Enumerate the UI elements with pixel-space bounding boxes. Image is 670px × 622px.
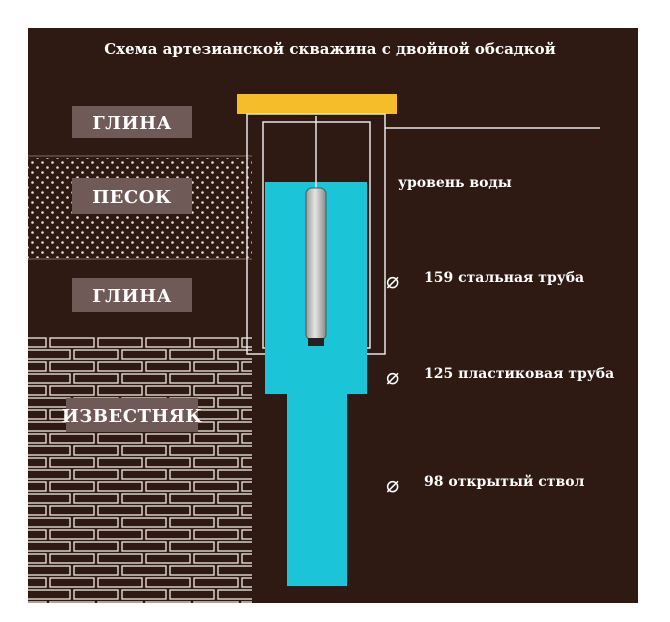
- diagram-title: Схема артезианской скважина с двойной об…: [104, 40, 556, 58]
- layer-label-box: [66, 398, 198, 432]
- layer-label-box: [72, 178, 192, 214]
- diameter-icon: ⌀: [386, 365, 399, 390]
- well-cap: [237, 94, 397, 114]
- pump: [305, 187, 327, 341]
- layer-label-clay-middle: ГЛИНА: [92, 286, 172, 307]
- plastic-pipe-label: 125 пластиковая труба: [424, 366, 614, 382]
- diameter-icon: ⌀: [386, 269, 399, 294]
- layer-label-limestone: ИЗВЕСТНЯК: [62, 406, 203, 427]
- steel-pipe-label: 159 стальная труба: [424, 270, 584, 286]
- layer-label-box: [72, 278, 192, 312]
- layer-label-sand: ПЕСОК: [92, 187, 172, 208]
- water-level-label: уровень воды: [398, 175, 512, 191]
- layer-label-clay-top: ГЛИНА: [92, 113, 172, 134]
- water-column-open-hole: [287, 392, 347, 586]
- layer-label-box: [72, 106, 192, 138]
- diameter-icon: ⌀: [386, 473, 399, 498]
- layer-limestone: [28, 336, 252, 603]
- pump-base: [308, 338, 324, 346]
- open-hole-label: 98 открытый ствол: [424, 473, 585, 490]
